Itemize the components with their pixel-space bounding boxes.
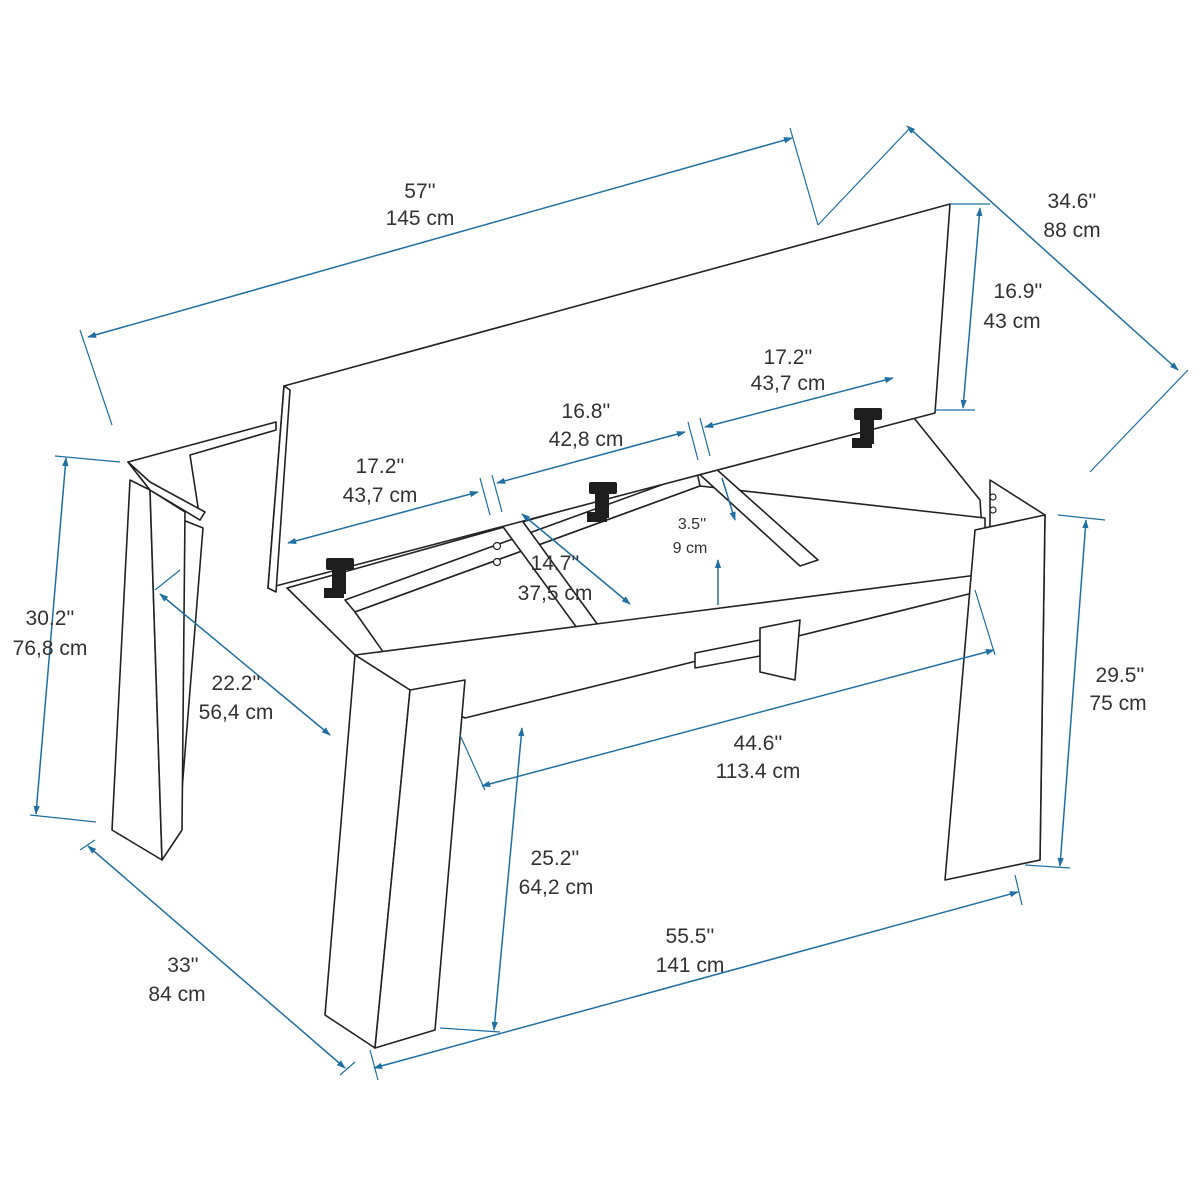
label-lid-height-metric: 43 cm [983,310,1040,333]
label-seat-height-imperial: 29.5'' [1096,664,1145,687]
dim-compartment-right [704,376,894,429]
dim-compartment-height [721,477,736,521]
bench-drawing [111,203,1046,1049]
label-compartment-middle-imperial: 16.8'' [562,400,611,423]
label-inner-depth-metric: 56,4 cm [199,701,274,724]
label-base-length-imperial: 55.5'' [666,925,715,948]
dowel-hole [492,541,502,551]
label-overall-depth-imperial: 34.6'' [1048,190,1097,213]
label-overall-depth-metric: 88 cm [1043,219,1100,242]
dowel-hole [492,557,502,567]
dimension-labels: 57'' 145 cm 34.6'' 88 cm 16.9'' 43 cm 17… [13,180,1147,1006]
label-total-height-metric: 76,8 cm [13,637,88,660]
dim-overall-depth [906,125,1179,371]
dowel-hole [989,506,997,514]
label-inner-depth-imperial: 22.2'' [212,672,261,695]
dim-compartment-middle [496,431,686,484]
label-lid-height-imperial: 16.9'' [994,280,1043,303]
label-compartment-depth-imperial: 14.7'' [531,552,580,575]
dim-total-height [33,457,69,815]
label-compartment-depth-metric: 37,5 cm [518,582,593,605]
seat-left-edge [127,461,206,521]
dowel-hole [989,493,997,501]
label-compartment-height-metric: 9 cm [673,540,708,557]
dim-overall-length [87,137,793,338]
label-seat-height-metric: 75 cm [1089,692,1146,715]
dim-compartment-depth [521,513,631,605]
dim-seat-height [1057,519,1089,867]
label-total-height-imperial: 30.2'' [26,607,75,630]
label-overall-length-metric: 145 cm [386,207,455,230]
dim-base-length [373,891,1019,1069]
label-compartment-right-imperial: 17.2'' [764,346,813,369]
label-inner-width-metric: 113.4 cm [716,760,801,783]
label-compartment-height-imperial: 3.5'' [678,516,706,533]
label-inner-width-imperial: 44.6'' [734,732,783,755]
label-leg-clearance-imperial: 25.2'' [531,847,580,870]
label-leg-clearance-metric: 64,2 cm [519,876,594,899]
dim-inner-width [481,649,995,787]
label-base-depth-imperial: 33'' [167,954,198,977]
hinge-left-icon [324,558,354,598]
label-compartment-left-imperial: 17.2'' [356,455,405,478]
label-base-depth-metric: 84 cm [148,983,205,1006]
dim-lid-height [960,207,983,409]
lid-edge [267,385,291,593]
label-overall-length-imperial: 57'' [404,180,435,203]
label-compartment-middle-metric: 42,8 cm [549,428,624,451]
back-brace-post [759,619,801,681]
dim-base-depth [87,845,346,1069]
label-base-length-metric: 141 cm [656,954,725,977]
dim-compartment-left [287,491,479,544]
label-compartment-right-metric: 43,7 cm [751,372,826,395]
dimension-lines [29,125,1189,1081]
label-compartment-left-metric: 43,7 cm [343,484,418,507]
dim-inner-depth [159,593,331,736]
